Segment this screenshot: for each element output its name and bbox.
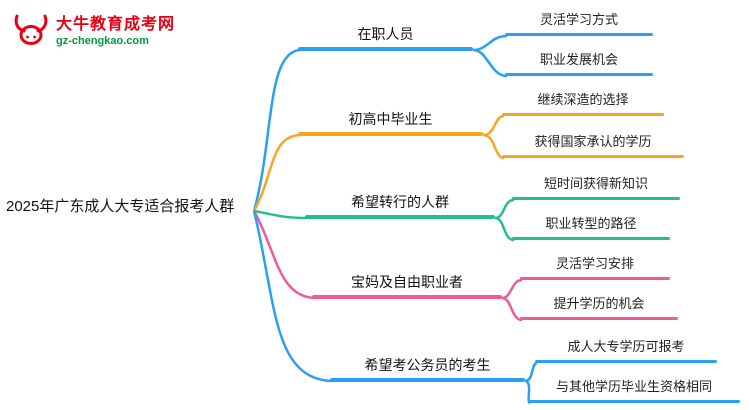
connector-branch2-leaf1: [482, 114, 505, 137]
leaf-label: 短时间获得新知识: [543, 176, 648, 191]
branch-underline: [298, 132, 483, 136]
branch-underline: [312, 295, 502, 299]
leaf-underline: [512, 197, 680, 200]
bull-icon: [14, 14, 48, 45]
leaf-node: 获得国家承认的学历: [502, 131, 684, 158]
leaf-node: 提升学历的机会: [520, 293, 678, 320]
leaf-node: 灵活学习方式: [505, 9, 653, 36]
leaf-label: 获得国家承认的学历: [534, 134, 652, 149]
leaf-label: 职业发展机会: [539, 52, 618, 67]
root-node: 2025年广东成人大专适合报考人群: [6, 198, 235, 215]
connector-branch4-leaf1: [501, 278, 523, 300]
connector-branch1-leaf2: [472, 48, 508, 78]
branch-node-baoma: 宝妈及自由职业者: [312, 271, 502, 299]
connector-branch4-leaf2: [501, 296, 523, 322]
leaf-underline: [505, 73, 653, 76]
leaf-label: 成人大专学历可报考: [567, 339, 685, 354]
branch-label: 初高中毕业生: [348, 111, 433, 127]
connector-root-branch4: [252, 210, 315, 300]
connector-root-branch2: [252, 133, 301, 212]
leaf-underline: [535, 360, 717, 363]
leaf-node: 职业转型的路径: [512, 213, 670, 240]
connector-root-branch1: [252, 48, 301, 212]
leaf-underline: [502, 113, 664, 116]
leaf-underline: [520, 277, 670, 280]
leaf-node: 成人大专学历可报考: [535, 336, 717, 363]
leaf-node: 短时间获得新知识: [512, 173, 680, 200]
logo-title: 大牛教育成考网: [56, 16, 176, 33]
branch-node-chugaozhong: 初高中毕业生: [298, 108, 483, 136]
branch-node-gongwuyuan: 希望考公务员的考生: [330, 354, 525, 382]
leaf-label: 灵活学习方式: [539, 12, 618, 27]
leaf-node: 继续深造的选择: [502, 89, 664, 116]
leaf-node: 与其他学历毕业生资格相同: [528, 376, 740, 403]
connector-branch2-leaf2: [482, 133, 505, 160]
leaf-underline: [505, 33, 653, 36]
leaf-label: 继续深造的选择: [537, 92, 629, 107]
leaf-label: 灵活学习安排: [555, 256, 634, 271]
branch-label: 希望转行的人群: [351, 194, 449, 210]
leaf-node: 职业发展机会: [505, 49, 653, 76]
leaf-label: 职业转型的路径: [545, 216, 637, 231]
branch-label: 希望考公务员的考生: [364, 357, 491, 373]
branch-underline: [330, 378, 525, 382]
leaf-label: 提升学历的机会: [553, 296, 645, 311]
branch-underline: [298, 47, 473, 51]
branch-node-zaizhi: 在职人员: [298, 23, 473, 51]
branch-node-zhuanhang: 希望转行的人群: [305, 191, 495, 219]
branch-label: 宝妈及自由职业者: [351, 274, 463, 290]
branch-label: 在职人员: [357, 26, 414, 42]
leaf-label: 与其他学历毕业生资格相同: [555, 379, 712, 394]
leaf-underline: [520, 317, 678, 320]
logo-subtitle: gz-chengkao.com: [56, 35, 149, 47]
leaf-underline: [528, 400, 740, 403]
site-logo: 大牛教育成考网 gz-chengkao.com: [12, 10, 175, 47]
leaf-node: 灵活学习安排: [520, 253, 670, 280]
branch-underline: [305, 215, 495, 219]
connector-root-branch3: [253, 209, 308, 220]
leaf-underline: [512, 237, 670, 240]
leaf-underline: [502, 155, 684, 158]
connector-branch1-leaf1: [472, 34, 508, 52]
